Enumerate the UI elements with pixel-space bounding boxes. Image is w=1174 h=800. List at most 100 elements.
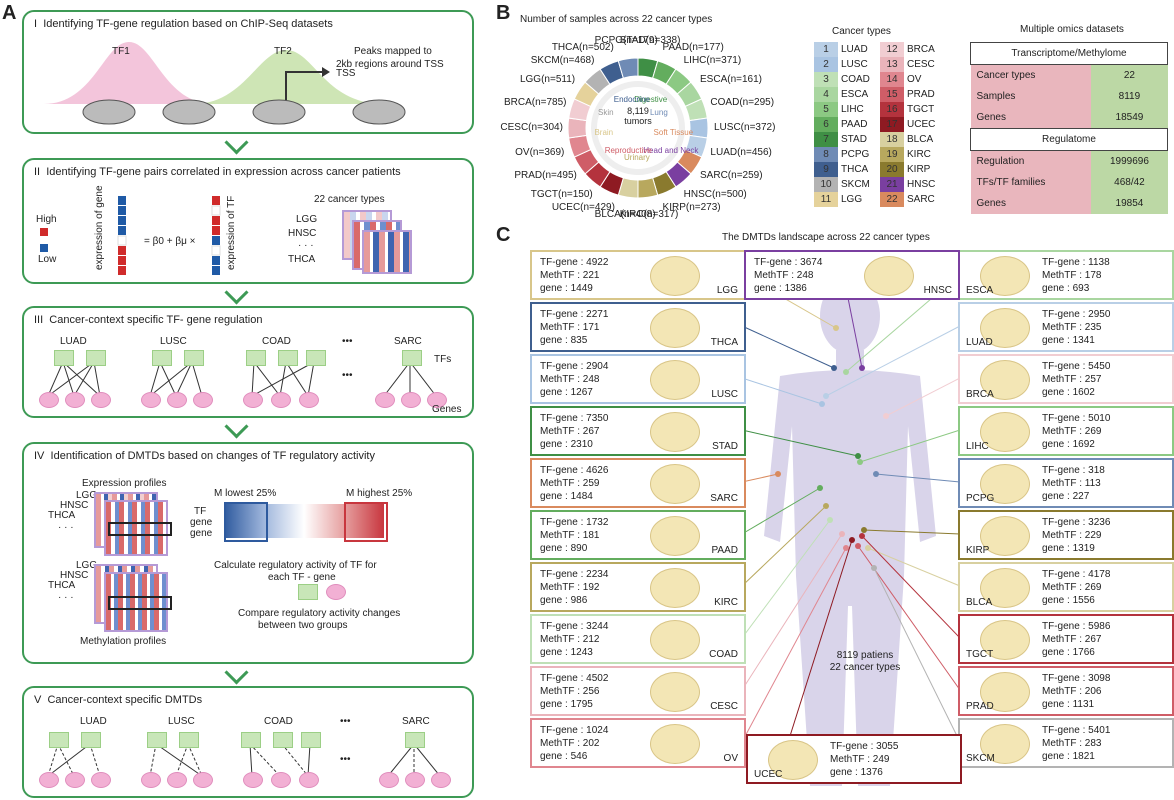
- expression-vectors: [117, 196, 221, 275]
- tf-node: [179, 732, 199, 748]
- cancer-type-number: 5: [814, 102, 838, 117]
- tf-node: [405, 732, 425, 748]
- ring-label: KIRC(n=317): [619, 209, 679, 221]
- inner-group-label: Reproductive: [604, 145, 652, 155]
- ring-label: ESCA(n=161): [700, 74, 762, 86]
- ring-label: LIHC(n=371): [683, 55, 742, 67]
- dots-label: · · ·: [298, 240, 314, 251]
- peaks-label-2: 2kb regions around TSS: [336, 59, 444, 70]
- s4-thca-2: THCA: [48, 580, 76, 591]
- omics-value: 19854: [1091, 193, 1168, 214]
- cancer-type-name: PRAD: [907, 89, 935, 100]
- organ-marker: [855, 543, 861, 549]
- s4-hnsc-2: HNSC: [60, 570, 89, 581]
- s5-luad: LUAD: [80, 716, 107, 727]
- legend-low: Low: [38, 254, 57, 265]
- tf-node: [306, 350, 326, 366]
- cancer-type-name: LUSC: [841, 59, 868, 70]
- stage-3-box: III Cancer-context specific TF- gene reg…: [22, 306, 474, 418]
- hnsc-organ-icon: [864, 256, 914, 296]
- ring-label: OV(n=369): [515, 146, 565, 158]
- connector-line: [825, 325, 961, 397]
- gene-node: [299, 772, 319, 788]
- organ-marker: [861, 527, 867, 533]
- connector-line: [741, 377, 823, 405]
- cancer-types-count-label: 22 cancer types: [829, 662, 901, 673]
- cancer-type-number: 3: [814, 72, 838, 87]
- gene-node: [405, 772, 425, 788]
- cancer-type-number: 20: [880, 162, 904, 177]
- chevron-down-icon: [224, 414, 249, 439]
- ring-label: PCPG(n=179): [594, 34, 658, 46]
- omics-value: 1999696: [1091, 150, 1168, 172]
- luad-organ-icon: [980, 308, 1030, 348]
- cancer-type-number: 14: [880, 72, 904, 87]
- panel-c-letter: C: [496, 224, 511, 246]
- omics-key: Genes: [970, 193, 1092, 214]
- s5-dots: •••: [340, 716, 351, 727]
- inner-group-label: Digestive: [634, 94, 668, 104]
- expr-tf-label: expression of TF: [226, 195, 237, 270]
- ring-label: TGCT(n=150): [530, 188, 593, 200]
- sorted-methylation-bar: [224, 504, 384, 538]
- ring-label: THCA(n=502): [551, 41, 614, 53]
- prad-organ-icon: [980, 672, 1030, 712]
- connector-line: [741, 505, 827, 587]
- stage-4-title: IV Identification of DMTDs based on chan…: [34, 450, 375, 462]
- organ-marker: [855, 453, 861, 459]
- organ-marker: [857, 459, 863, 465]
- card-label: STAD: [712, 441, 738, 452]
- card-label: CESC: [710, 701, 738, 712]
- ov-organ-icon: [650, 724, 700, 764]
- s5-coad: COAD: [264, 716, 293, 727]
- panel-b-letter: B: [496, 2, 511, 24]
- s4-gene-label-2: gene: [190, 528, 213, 539]
- tf-node: [278, 350, 298, 366]
- coad-organ-icon: [650, 620, 700, 660]
- card-label: LUAD: [966, 337, 993, 348]
- stage-3-title: III Cancer-context specific TF- gene reg…: [34, 314, 263, 326]
- gene-node: [326, 584, 346, 600]
- thca-label: THCA: [288, 254, 316, 265]
- gene-node: [271, 392, 291, 408]
- gene-node: [39, 772, 59, 788]
- peaks-label: Peaks mapped to: [354, 46, 432, 57]
- calc-label-2: each TF - gene: [268, 572, 336, 583]
- stage-1-title: I Identifying TF-gene regulation based o…: [34, 18, 333, 30]
- cancer-type-number: 11: [814, 192, 838, 207]
- lusc-organ-icon: [650, 360, 700, 400]
- gene-node: [375, 392, 395, 408]
- organ-marker: [843, 545, 849, 551]
- omics-key: Regulation: [970, 150, 1092, 172]
- card-label: PAAD: [711, 545, 739, 556]
- connector-lines: [741, 273, 961, 743]
- cancer-type-name: THCA: [841, 164, 869, 175]
- connector-line: [873, 567, 961, 743]
- expression-profiles-label: Expression profiles: [82, 478, 167, 489]
- tf-node: [184, 350, 204, 366]
- cancer-type-number: 16: [880, 102, 904, 117]
- gene-node: [193, 772, 213, 788]
- chevron-down-icon: [224, 280, 249, 305]
- ring-label: BRCA(n=785): [503, 97, 567, 109]
- organ-marker: [819, 401, 825, 407]
- expr-heatmap-2: [104, 500, 168, 556]
- lgg-label: LGG: [296, 214, 318, 225]
- inner-group-label: Head and Neck: [643, 145, 699, 155]
- tf-node: [147, 732, 167, 748]
- organ-marker: [817, 485, 823, 491]
